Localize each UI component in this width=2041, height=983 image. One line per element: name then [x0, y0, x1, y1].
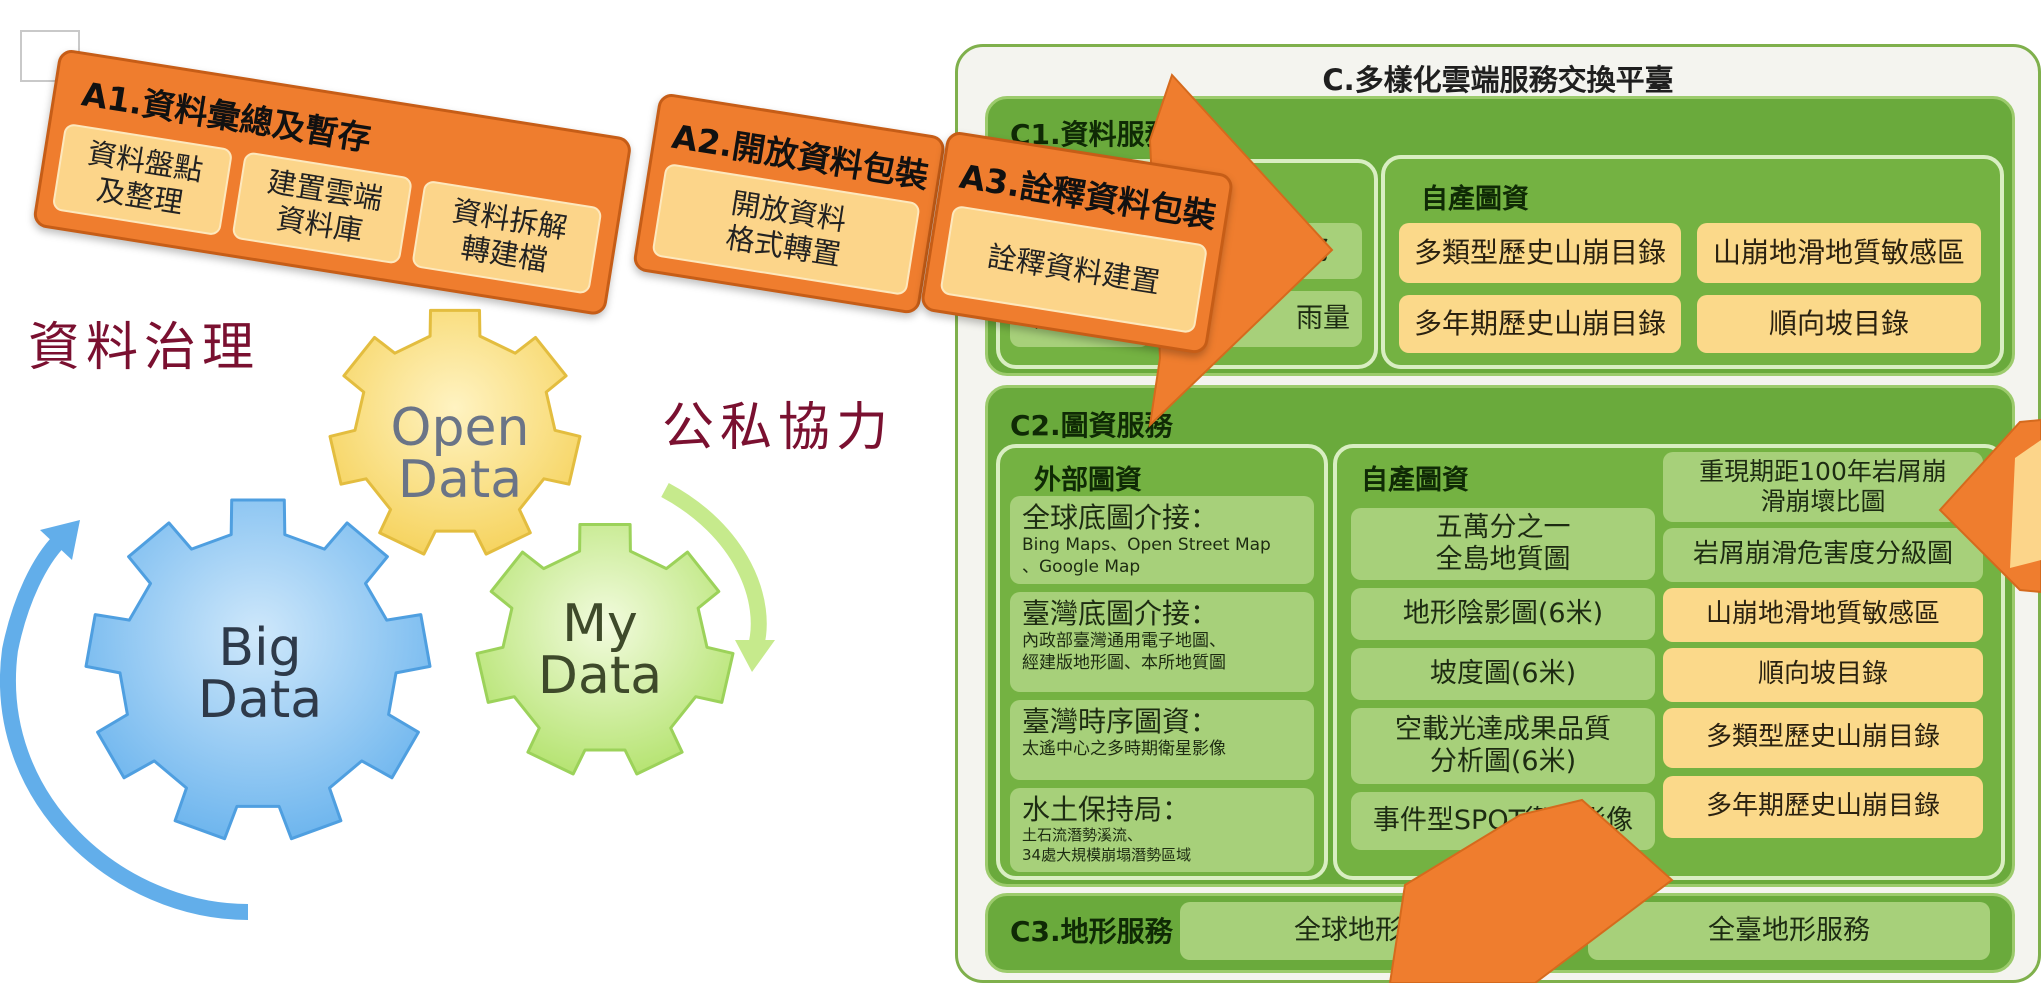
c2-external-group: 外部圖資 全球底圖介接： Bing Maps、Open Street Map 、… [996, 444, 1328, 880]
c1-ext-item-label: 雨量 [1296, 302, 1350, 334]
cycle-arrow-icon [0, 534, 249, 920]
c2-ext-item: 水土保持局： 土石流潛勢溪流、 34處大規模崩塌潛勢區域 [1010, 788, 1314, 872]
arrow-down-left-icon [1388, 798, 1674, 983]
c2-own-item: 多類型歷史山崩目錄 [1663, 708, 1983, 768]
c2-ext-item: 臺灣底圖介接： 內政部臺灣通用電子地圖、 經建版地形圖、本所地質圖 [1010, 592, 1314, 692]
c2-own-item: 多年期歷史山崩目錄 [1663, 776, 1983, 838]
gear-my-icon [475, 523, 735, 776]
c2-ext-item: 全球底圖介接： Bing Maps、Open Street Map 、Googl… [1010, 496, 1314, 584]
governance-text: 資料治理 [28, 318, 261, 378]
c2-ext-item: 臺灣時序圖資： 太遙中心之多時期衛星影像 [1010, 700, 1314, 780]
c1-own-title: 自產圖資 [1421, 184, 1529, 215]
c1-own-item: 山崩地滑地質敏感區 [1697, 223, 1981, 283]
platform-title: C.多樣化雲端服務交換平臺 [1322, 63, 1674, 97]
gear-big-label: Big Data [197, 618, 323, 730]
c2-own-item: 岩屑崩滑危害度分級圖 [1663, 528, 1983, 582]
c2-own-item: 地形陰影圖(6米) [1351, 588, 1655, 640]
gear-my-label: My Data [537, 594, 663, 706]
cycle-arrow-green-icon [661, 482, 767, 653]
c2-own-item: 坡度圖(6米) [1351, 648, 1655, 700]
c1-own-item: 順向坡目錄 [1697, 295, 1981, 353]
c3-title: C3.地形服務 [1010, 915, 1173, 948]
a1-item: 資料盤點 及整理 [51, 122, 234, 237]
c2-section: C2.圖資服務 外部圖資 全球底圖介接： Bing Maps、Open Stre… [985, 385, 2015, 887]
gears-graphic [0, 308, 775, 920]
gear-open-icon [328, 308, 582, 556]
c2-own-item: 山崩地滑地質敏感區 [1663, 588, 1983, 642]
a1-item: 資料拆解 轉建檔 [411, 179, 603, 295]
c2-own-item: 五萬分之一 全島地質圖 [1351, 508, 1655, 580]
c1-own-item: 多年期歷史山崩目錄 [1399, 295, 1681, 353]
c2-own-item: 重現期距100年岩屑崩 滑崩壞比圖 [1663, 452, 1983, 522]
c2-ext-title: 外部圖資 [1034, 465, 1142, 496]
c2-own-title: 自產圖資 [1361, 465, 1469, 496]
cycle-arrowhead-icon [40, 520, 80, 560]
gear-open-label: Open Data [390, 398, 530, 510]
c3-item: 全臺地形服務 [1588, 902, 1990, 960]
gear-big-icon [84, 498, 432, 841]
partnership-text: 公私協力 [662, 398, 895, 458]
c1-own-item: 多類型歷史山崩目錄 [1399, 223, 1681, 283]
c1-own-group: 自產圖資 多類型歷史山崩目錄 山崩地滑地質敏感區 多年期歷史山崩目錄 順向坡目錄 [1381, 155, 2004, 369]
c2-own-group: 自產圖資 五萬分之一 全島地質圖 地形陰影圖(6米) 坡度圖(6米) 空載光達成… [1333, 444, 2005, 880]
c2-title: C2.圖資服務 [1010, 409, 1173, 442]
a1-item: 建置雲端 資料庫 [231, 151, 414, 265]
cycle-arrowhead-green-icon [735, 640, 775, 672]
c2-own-item: 空載光達成果品質 分析圖(6米) [1351, 708, 1655, 784]
c2-own-item: 順向坡目錄 [1663, 648, 1983, 702]
